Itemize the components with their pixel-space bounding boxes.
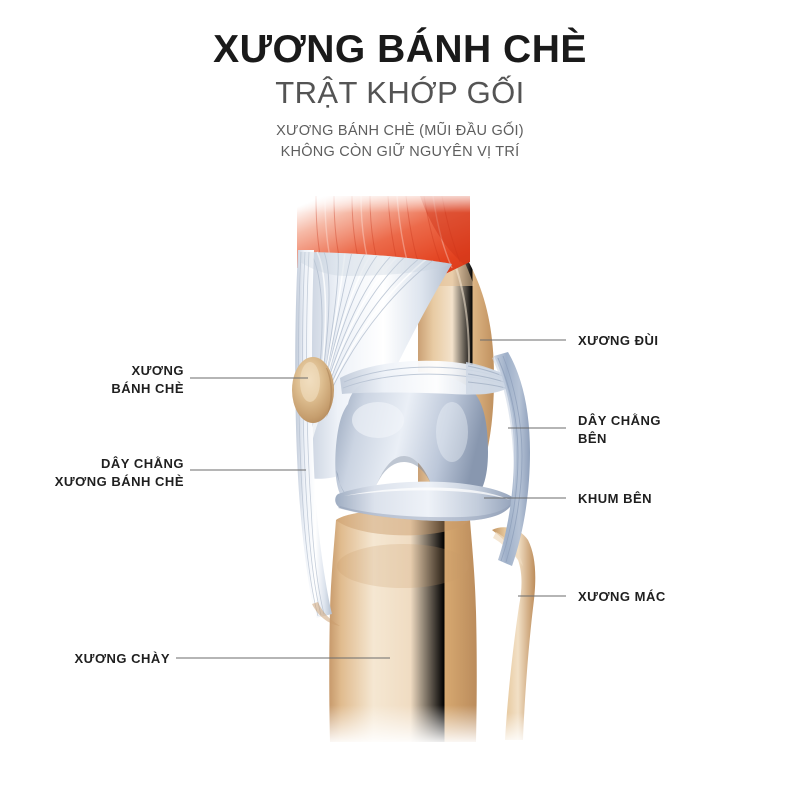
label-patella: XƯƠNG BÁNH CHÈ (111, 363, 184, 396)
label-fibula: XƯƠNG MÁC (578, 589, 666, 604)
quadriceps-tendon-fan (295, 250, 452, 618)
femoral-condyles (335, 371, 488, 505)
page-title: XƯƠNG BÁNH CHÈ (213, 28, 587, 71)
page-subtitle: TRẬT KHỚP GỐI (275, 74, 525, 110)
patella-bone (292, 357, 334, 423)
lateral-meniscus (335, 481, 514, 522)
label-femur: XƯƠNG ĐÙI (578, 333, 659, 348)
label-patellar-ligament: DÂY CHẰNG XƯƠNG BÁNH CHÈ (54, 456, 184, 489)
tibia-bone (326, 509, 482, 745)
page-caption-line-2: KHÔNG CÒN GIỮ NGUYÊN VỊ TRÍ (280, 144, 520, 161)
page-header: XƯƠNG BÁNH CHÈ TRẬT KHỚP GỐI XƯƠNG BÁNH … (0, 0, 800, 163)
label-collateral-ligament: DÂY CHẰNG BÊN (578, 413, 661, 446)
page-caption-line-1: XƯƠNG BÁNH CHÈ (MŨI ĐẦU GỐI) (276, 123, 524, 140)
label-meniscus: KHUM BÊN (578, 491, 653, 506)
tibial-tubercle (312, 602, 340, 626)
label-tibia: XƯƠNG CHÀY (74, 651, 170, 666)
